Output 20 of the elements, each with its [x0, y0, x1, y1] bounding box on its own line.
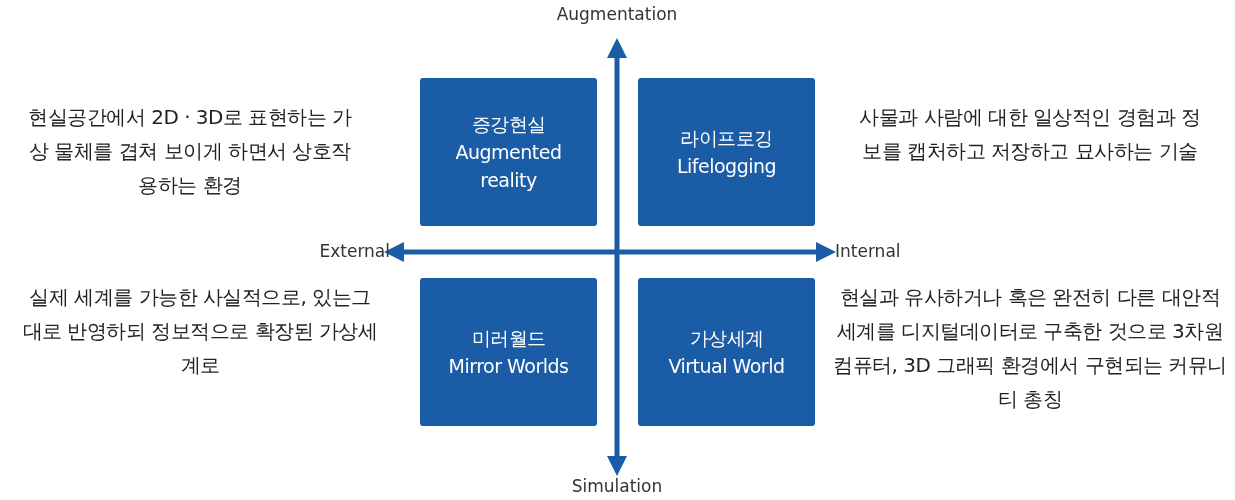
axis-label: External	[319, 241, 390, 261]
quadrant-subtitle: Virtual World	[668, 354, 785, 379]
description-text: 실제 세계를 가능한 사실적으로, 있는그대로 반영하되 정보적으로 확장된 가상세계로	[21, 284, 379, 379]
description-text: 사물과 사람에 대한 일상적인 경험과 정보를 캡처하고 저장하고 묘사하는 기술	[858, 104, 1202, 165]
quadrant-title: 라이프로깅	[680, 126, 773, 151]
quadrant-title: 증강현실	[471, 112, 546, 137]
description-text: 현실과 유사하거나 혹은 완전히 다른 대안적 세계를 디지털데이터로 구축한 것으로 3차원컴퓨터, 3D 그래픽 환경에서 구현되는 커뮤니티 총칭	[832, 284, 1228, 413]
axis-label: Augmentation	[556, 4, 678, 24]
quadrant-title: 미러월드	[471, 326, 546, 351]
axis-label: Simulation	[571, 476, 663, 496]
quadrant-box	[638, 78, 815, 226]
quadrant-title: 가상세계	[689, 326, 764, 351]
quadrant-box	[638, 278, 815, 426]
quadrant-box	[420, 78, 597, 226]
description-text: 현실공간에서 2D · 3D로 표현하는 가상 물체를 겹쳐 보이게 하면서 상호작용하는 환경	[27, 104, 353, 199]
quadrant-subtitle: Lifelogging	[676, 154, 777, 179]
quadrant-subtitle: Augmented reality	[454, 140, 563, 193]
quadrant-box	[420, 278, 597, 426]
axis-label: Internal	[835, 241, 901, 261]
quadrant-subtitle: Mirror Worlds	[448, 354, 569, 379]
